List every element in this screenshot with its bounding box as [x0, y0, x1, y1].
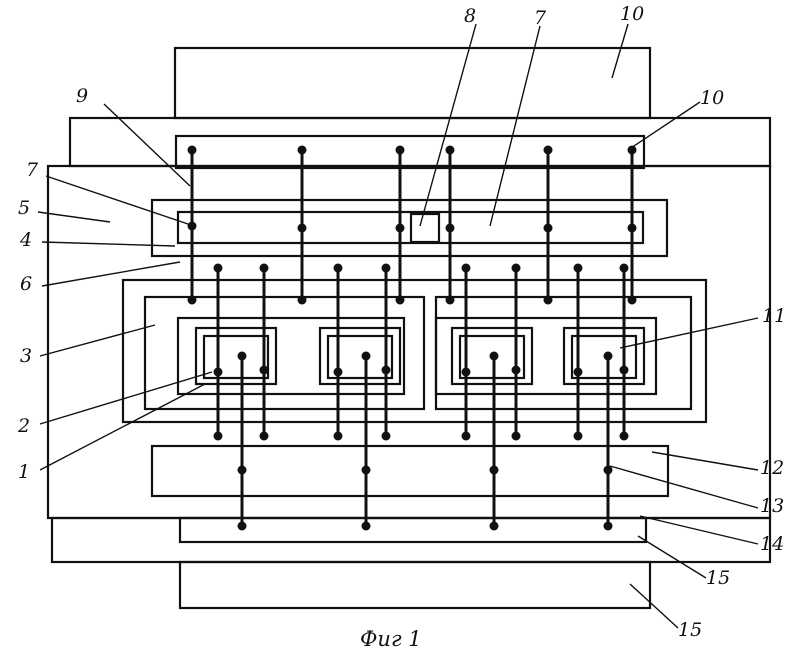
- upper-window: [152, 200, 667, 256]
- large-white-frame: [123, 280, 706, 422]
- label-4: 4: [19, 229, 32, 251]
- substrate-body: [48, 166, 770, 518]
- bottom-white-band: [52, 518, 770, 562]
- label-2: 2: [17, 415, 30, 437]
- label-8: 8: [464, 5, 476, 27]
- label-14: 14: [760, 533, 784, 555]
- lower-window: [152, 446, 668, 496]
- bottom-electrode: [180, 518, 646, 542]
- label-6: 6: [20, 273, 32, 295]
- label-3: 3: [20, 345, 32, 367]
- label-12: 12: [760, 457, 784, 479]
- via-dots: [188, 146, 637, 531]
- top-electrode: [176, 136, 644, 168]
- left-dense-block: [145, 297, 424, 409]
- label-5: 5: [18, 197, 30, 219]
- label-11: 11: [762, 305, 786, 327]
- conductor-group: [192, 150, 632, 526]
- top-outer-plate: [175, 48, 650, 118]
- label-13: 13: [760, 495, 784, 517]
- label-10-right: 10: [700, 87, 724, 109]
- figure-caption: Фиг 1: [360, 627, 422, 651]
- label-10-top: 10: [620, 3, 644, 25]
- label-15-bottom: 15: [678, 619, 702, 641]
- component-block: [411, 214, 439, 242]
- label-1: 1: [18, 461, 30, 483]
- label-9: 9: [76, 85, 88, 107]
- label-15-right: 15: [706, 567, 730, 589]
- label-7-left: 7: [26, 159, 39, 181]
- bottom-outer-plate: [180, 562, 650, 608]
- label-7-top: 7: [534, 7, 547, 29]
